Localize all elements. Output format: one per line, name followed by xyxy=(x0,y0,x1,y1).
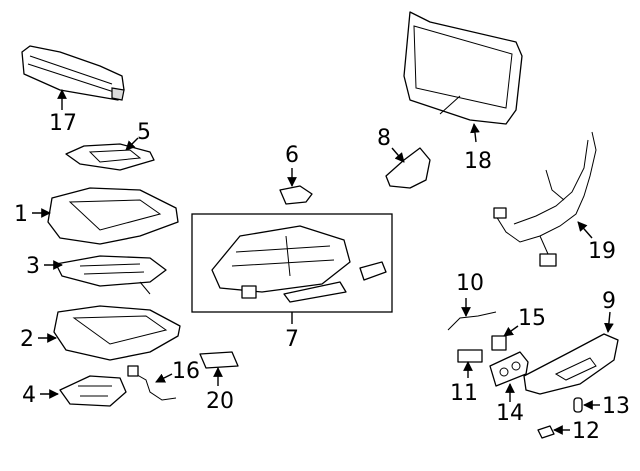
part-15-switch[interactable] xyxy=(491,335,507,351)
part-9-side-shield[interactable] xyxy=(523,333,619,395)
part-16-harness[interactable] xyxy=(127,365,177,401)
callout-11: 11 xyxy=(450,381,478,406)
callout-7: 7 xyxy=(285,327,299,352)
callout-18: 18 xyxy=(464,149,492,174)
part-20-control-module[interactable] xyxy=(199,351,239,369)
part-19-wiring-harness[interactable] xyxy=(493,131,597,267)
callout-17: 17 xyxy=(49,111,77,136)
part-3-cushion-frame[interactable] xyxy=(55,255,167,295)
callout-9: 9 xyxy=(602,289,616,314)
part-8-side-bracket[interactable] xyxy=(385,147,431,189)
callout-8-leader xyxy=(391,147,405,163)
callout-6: 6 xyxy=(285,143,299,168)
callout-4: 4 xyxy=(22,383,36,408)
callout-15: 15 xyxy=(518,306,546,331)
callout-5: 5 xyxy=(137,120,151,145)
part-4-sensor-mat[interactable] xyxy=(59,375,127,407)
part-5-seat-pan[interactable] xyxy=(65,143,155,171)
part-12-plug[interactable] xyxy=(537,425,555,439)
callout-9-leader xyxy=(604,311,614,333)
part-2-cushion-pad[interactable] xyxy=(53,305,181,361)
callout-2: 2 xyxy=(20,327,34,352)
part-11-knob[interactable] xyxy=(457,349,483,363)
part-13-clip[interactable] xyxy=(573,397,583,413)
callout-13: 13 xyxy=(602,394,630,419)
callout-18-leader xyxy=(470,123,480,143)
callout-3: 3 xyxy=(26,254,40,279)
callout-16-leader xyxy=(155,373,173,383)
callout-10: 10 xyxy=(456,271,484,296)
part-7-seat-track[interactable] xyxy=(211,225,387,303)
callout-15-leader xyxy=(503,325,519,337)
callout-14: 14 xyxy=(496,401,524,426)
callout-12: 12 xyxy=(572,419,600,444)
callout-16: 16 xyxy=(172,359,200,384)
callout-19: 19 xyxy=(588,239,616,264)
callout-20: 20 xyxy=(206,389,234,414)
part-17-top-trim[interactable] xyxy=(21,45,125,101)
part-14-switch-bezel[interactable] xyxy=(489,351,529,387)
callout-1: 1 xyxy=(14,202,28,227)
callout-8: 8 xyxy=(377,126,391,151)
callout-5-leader xyxy=(125,137,139,151)
part-18-back-panel[interactable] xyxy=(403,11,523,125)
part-1-cushion-cover[interactable] xyxy=(47,187,179,245)
callout-19-leader xyxy=(577,221,593,239)
part-6-bracket[interactable] xyxy=(279,185,313,205)
part-10-cable[interactable] xyxy=(447,311,497,331)
